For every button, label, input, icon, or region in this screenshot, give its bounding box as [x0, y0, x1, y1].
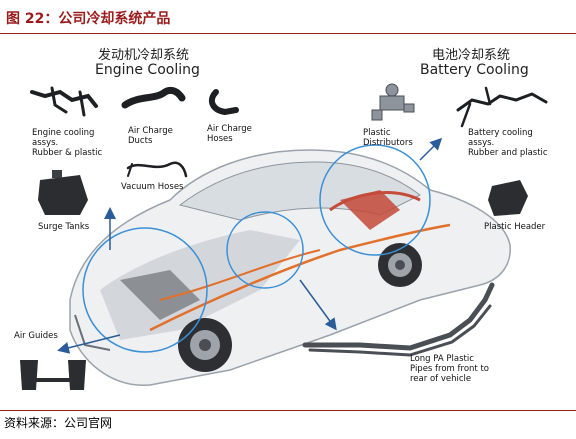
source-note: 资料来源：公司官网	[4, 416, 113, 430]
label-engine-cooling-assys: Engine cooling assys. Rubber & plastic	[32, 128, 103, 158]
label-air-guides: Air Guides	[14, 331, 58, 341]
engine-cooling-assys-icon	[30, 86, 98, 117]
surge-tank-icon	[38, 170, 88, 215]
label-surge-tanks: Surge Tanks	[38, 222, 90, 232]
engine-highlight-circle	[82, 227, 208, 353]
air-charge-hoses-icon	[208, 89, 239, 116]
plastic-header-icon	[488, 180, 528, 216]
air-guides-icon	[20, 360, 86, 390]
engine-cooling-cn: 发动机冷却系统	[98, 48, 190, 63]
label-plastic-distributors: Plastic Distributors	[363, 128, 413, 148]
label-battery-cooling-assys: Battery cooling assys. Rubber and plasti…	[468, 128, 548, 158]
figure-title: 图 22：公司冷却系统产品	[6, 11, 171, 27]
battery-highlight-circle	[319, 144, 431, 256]
long-pa-pipes-icon	[302, 282, 495, 357]
vacuum-hoses-icon	[126, 161, 188, 178]
air-charge-ducts-icon	[121, 86, 186, 109]
battery-cooling-assys-icon	[456, 86, 548, 128]
label-air-charge-ducts: Air Charge Ducts	[128, 126, 173, 146]
plastic-distributors-icon	[371, 83, 415, 121]
label-plastic-header: Plastic Header	[484, 222, 546, 232]
battery-cooling-en: Battery Cooling	[420, 62, 529, 78]
label-vacuum-hoses: Vacuum Hoses	[121, 182, 184, 192]
battery-cooling-cn: 电池冷却系统	[432, 48, 511, 63]
car-illustration	[69, 149, 511, 386]
engine-cooling-en: Engine Cooling	[95, 62, 200, 78]
center-highlight-circle	[226, 211, 304, 289]
label-long-pa-pipes: Long PA Plastic Pipes from front to rear…	[410, 354, 489, 384]
title-rule	[0, 33, 576, 34]
footer-rule	[0, 410, 576, 411]
label-air-charge-hoses: Air Charge Hoses	[207, 124, 252, 144]
